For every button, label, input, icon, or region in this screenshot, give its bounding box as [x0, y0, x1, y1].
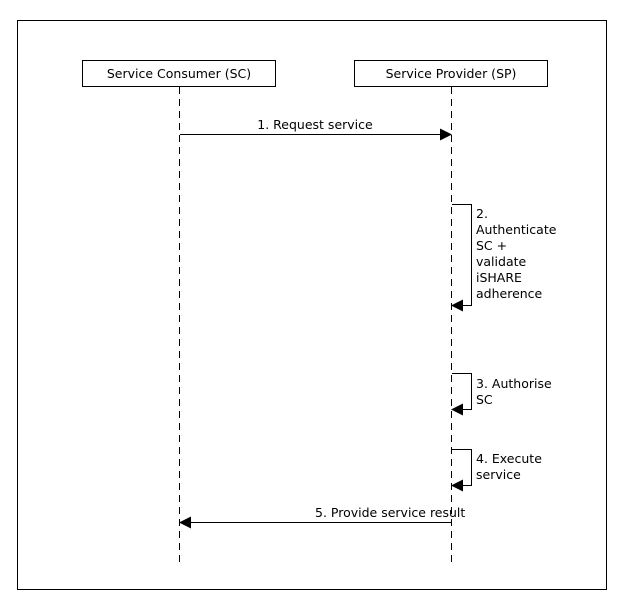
message-5-label: 5. Provide service result [315, 505, 465, 520]
participant-sp-label: Service Provider (SP) [386, 66, 517, 81]
message-1-label: 1. Request service [257, 117, 373, 132]
message-2-arrow [451, 204, 472, 312]
diagram-frame [17, 20, 607, 590]
message-4: 4. Execute service [451, 449, 546, 492]
message-1: 1. Request service [180, 117, 452, 141]
message-2-label: 2. Authenticate SC + validate iSHARE adh… [476, 206, 560, 301]
message-3-label: 3. Authorise SC [476, 376, 556, 407]
message-4-label: 4. Execute service [476, 451, 546, 482]
message-4-arrow [451, 449, 472, 492]
message-3-arrow [451, 373, 472, 416]
participant-sc-label: Service Consumer (SC) [107, 66, 251, 81]
participant-sc: Service Consumer (SC) [82, 60, 276, 87]
message-5: 5. Provide service result [179, 505, 465, 529]
participant-sp: Service Provider (SP) [354, 60, 548, 87]
message-3: 3. Authorise SC [451, 373, 556, 416]
message-2: 2. Authenticate SC + validate iSHARE adh… [451, 204, 560, 312]
